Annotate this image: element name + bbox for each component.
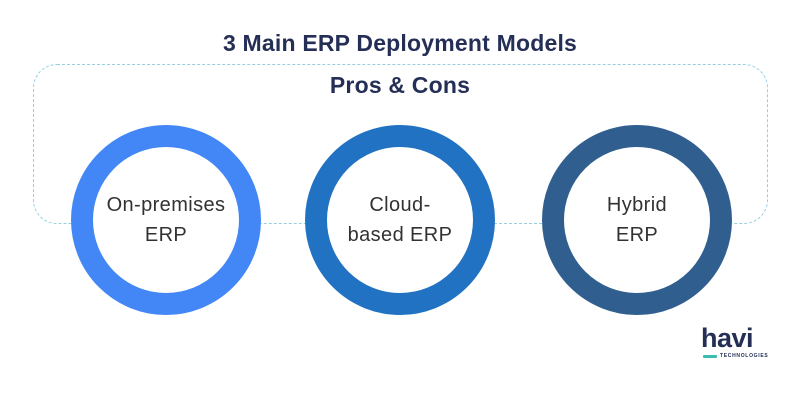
model-label-line: Cloud- xyxy=(369,194,431,216)
model-circle-cloud-based-erp: Cloud- based ERP xyxy=(305,125,495,315)
havi-logo: havi TECHNOLOGIES xyxy=(701,323,768,360)
page-title: 3 Main ERP Deployment Models xyxy=(222,30,578,56)
logo-tagline-row: TECHNOLOGIES xyxy=(703,353,768,359)
logo-wordmark: havi xyxy=(701,323,754,353)
logo-tagline: TECHNOLOGIES xyxy=(720,353,769,360)
logo-accent-bar-icon xyxy=(703,354,717,358)
model-label-line: Hybrid xyxy=(606,194,668,216)
model-label-line: ERP xyxy=(144,224,188,246)
model-label-line: On-premises xyxy=(106,194,226,216)
panel-subtitle: Pros & Cons xyxy=(329,72,471,98)
model-label-line: ERP xyxy=(615,224,659,246)
model-label-on-premises-erp: On-premises ERP xyxy=(107,190,226,250)
model-label-cloud-based-erp: Cloud- based ERP xyxy=(348,190,453,250)
model-circle-on-premises-erp: On-premises ERP xyxy=(71,125,261,315)
model-label-hybrid-erp: Hybrid ERP xyxy=(607,190,667,250)
model-label-line: based ERP xyxy=(347,224,453,246)
model-circle-hybrid-erp: Hybrid ERP xyxy=(542,125,732,315)
